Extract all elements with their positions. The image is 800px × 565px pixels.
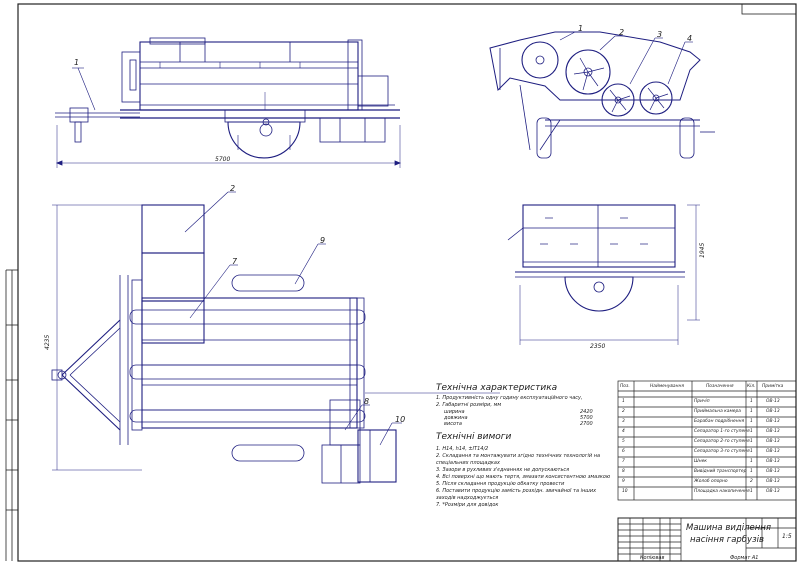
footer-format: Формат А1 bbox=[730, 555, 759, 561]
table-cell: ОВ-13 bbox=[766, 419, 780, 424]
drawing-scale: 1:5 bbox=[782, 533, 792, 540]
table-cell: Шнек bbox=[694, 459, 707, 464]
spec-value-3: 2700 bbox=[580, 421, 593, 427]
table-cell: 1 bbox=[750, 399, 753, 404]
table-cell: 1 bbox=[622, 399, 625, 404]
title-block-grid bbox=[617, 517, 797, 562]
table-cell: ОВ-13 bbox=[766, 429, 780, 434]
table-cell: 6 bbox=[622, 449, 625, 454]
table-header-note: Примітка bbox=[762, 384, 784, 389]
table-cell: ОВ-13 bbox=[766, 459, 780, 464]
table-cell: 2 bbox=[750, 479, 753, 484]
table-cell: ОВ-13 bbox=[766, 479, 780, 484]
table-cell: ОВ-13 bbox=[766, 489, 780, 494]
table-cell: 1 bbox=[750, 469, 753, 474]
table-cell: Площадка накопичення bbox=[694, 489, 750, 494]
table-cell: 1 bbox=[750, 459, 753, 464]
table-cell: 1 bbox=[750, 409, 753, 414]
drawing-title-line1: Машина виділення bbox=[686, 523, 771, 533]
table-cell: ОВ-13 bbox=[766, 439, 780, 444]
spec-value-1: 2420 bbox=[580, 409, 593, 415]
table-cell: ОВ-13 bbox=[766, 399, 780, 404]
table-cell: 4 bbox=[622, 429, 625, 434]
table-cell: Вивідний транспортер bbox=[694, 469, 747, 474]
table-header-pos: Поз. bbox=[620, 384, 630, 389]
spec-item-1: 1. Продуктивність одну годину експлуатац… bbox=[436, 395, 583, 401]
table-cell: Жолоб опорно bbox=[694, 479, 728, 484]
table-cell: Сепаратор 3-го ступеня bbox=[694, 449, 750, 454]
drawing-title-line2: насіння гарбузів bbox=[690, 535, 764, 545]
callout-top-3: 3 bbox=[657, 30, 663, 39]
callout-plan-7: 7 bbox=[232, 257, 238, 266]
dim-overall-width: 2350 bbox=[590, 343, 606, 350]
spec-item-4: довжина bbox=[444, 415, 468, 421]
req-item-2: 2. Складання та монтажувати згідно техні… bbox=[436, 453, 601, 466]
spec-item-3: ширина bbox=[444, 409, 465, 415]
table-cell: 10 bbox=[622, 489, 628, 494]
callout-top-2: 2 bbox=[619, 28, 625, 37]
parts-table-grid bbox=[617, 380, 797, 501]
requirements-title: Технічні вимоги bbox=[436, 432, 512, 442]
table-cell: 1 bbox=[750, 439, 753, 444]
req-item-3: 3. Зазори в рухливих з'єднаннях не допус… bbox=[436, 467, 570, 473]
req-item-1: 1. Н14, h14, ±IT14/2 bbox=[436, 446, 489, 452]
table-cell: Причіп bbox=[694, 399, 710, 404]
req-item-5: 5. Після складання продукцію обкатку про… bbox=[436, 481, 565, 487]
dim-overall-length: 5700 bbox=[215, 156, 231, 163]
plan-view bbox=[51, 191, 500, 484]
req-item-7: 7. *Розміри для довідок bbox=[436, 502, 499, 508]
spec-value-2: 5700 bbox=[580, 415, 593, 421]
table-cell: 1 bbox=[750, 449, 753, 454]
dim-height: 1945 bbox=[699, 242, 706, 258]
side-view bbox=[55, 37, 402, 168]
callout-plan-2: 2 bbox=[230, 184, 236, 193]
spec-item-2: 2. Габаритні розміри, мм bbox=[436, 402, 502, 408]
table-header-name: Найменування bbox=[650, 384, 684, 389]
table-header-qty: Кіл. bbox=[747, 384, 756, 389]
req-item-4: 4. Всі поверхні що мають тертя, змазати … bbox=[436, 474, 611, 480]
req-item-6: 6. Поставити продукцію замість розхідн. … bbox=[436, 488, 597, 501]
specs-title: Технічна характеристика bbox=[436, 383, 558, 393]
callout-top-4: 4 bbox=[687, 34, 693, 43]
table-cell: Приймальна камера bbox=[694, 409, 741, 414]
table-cell: ОВ-13 bbox=[766, 449, 780, 454]
rear-view bbox=[507, 204, 700, 345]
table-cell: Сепаратор 2-го ступеня bbox=[694, 439, 750, 444]
table-cell: ОВ-13 bbox=[766, 409, 780, 414]
table-cell: 2 bbox=[622, 409, 625, 414]
table-cell: 1 bbox=[750, 429, 753, 434]
table-cell: 8 bbox=[622, 469, 625, 474]
table-header-designation: Позначення bbox=[706, 384, 734, 389]
table-cell: 1 bbox=[750, 489, 753, 494]
table-cell: 9 bbox=[622, 479, 625, 484]
table-cell: Сепаратор 1-го ступеня bbox=[694, 429, 750, 434]
dim-side-width: 4235 bbox=[44, 334, 51, 350]
table-cell: 5 bbox=[622, 439, 625, 444]
table-cell: ОВ-13 bbox=[766, 469, 780, 474]
table-cell: 3 bbox=[622, 419, 625, 424]
sheet-border bbox=[17, 3, 797, 562]
table-cell: 7 bbox=[622, 459, 625, 464]
table-cell: Барабан подрібнення bbox=[694, 419, 745, 424]
spec-item-5: висота bbox=[444, 421, 462, 427]
callout-top-1: 1 bbox=[578, 24, 584, 33]
callout-plan-10: 10 bbox=[395, 415, 406, 424]
callout-plan-8: 8 bbox=[364, 397, 370, 406]
callout-side-1: 1 bbox=[74, 58, 80, 67]
table-cell: 1 bbox=[750, 419, 753, 424]
callout-plan-9: 9 bbox=[320, 236, 326, 245]
footer-copied: Копіював bbox=[640, 555, 665, 561]
front-view bbox=[489, 31, 715, 159]
